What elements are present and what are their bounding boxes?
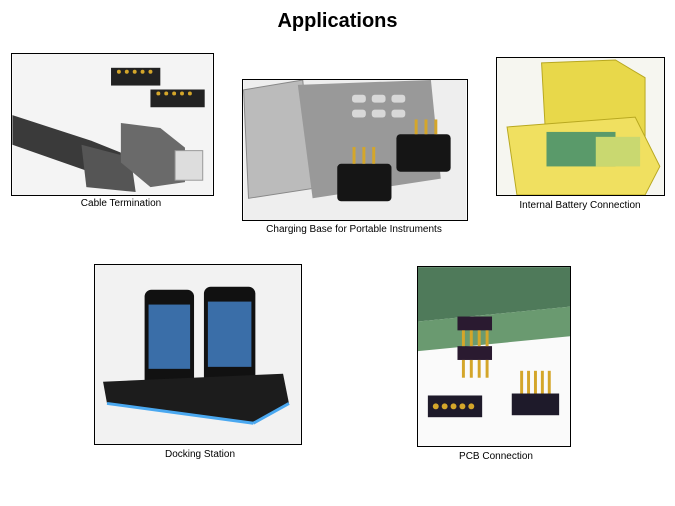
pcb-connection-image: [417, 266, 571, 447]
charging-base-image: [242, 79, 468, 221]
page-title: Applications: [277, 10, 398, 32]
caption-charging-base: Charging Base for Portable Instruments: [266, 224, 442, 235]
internal-battery-image: [496, 57, 665, 196]
caption-docking-station: Docking Station: [164, 449, 236, 460]
docking-station-image: [94, 264, 302, 445]
caption-pcb-connection: PCB Connection: [459, 451, 533, 462]
cable-termination-image: [11, 53, 214, 196]
caption-internal-battery: Internal Battery Connection: [519, 200, 641, 211]
caption-cable-termination: Cable Termination: [80, 198, 162, 209]
